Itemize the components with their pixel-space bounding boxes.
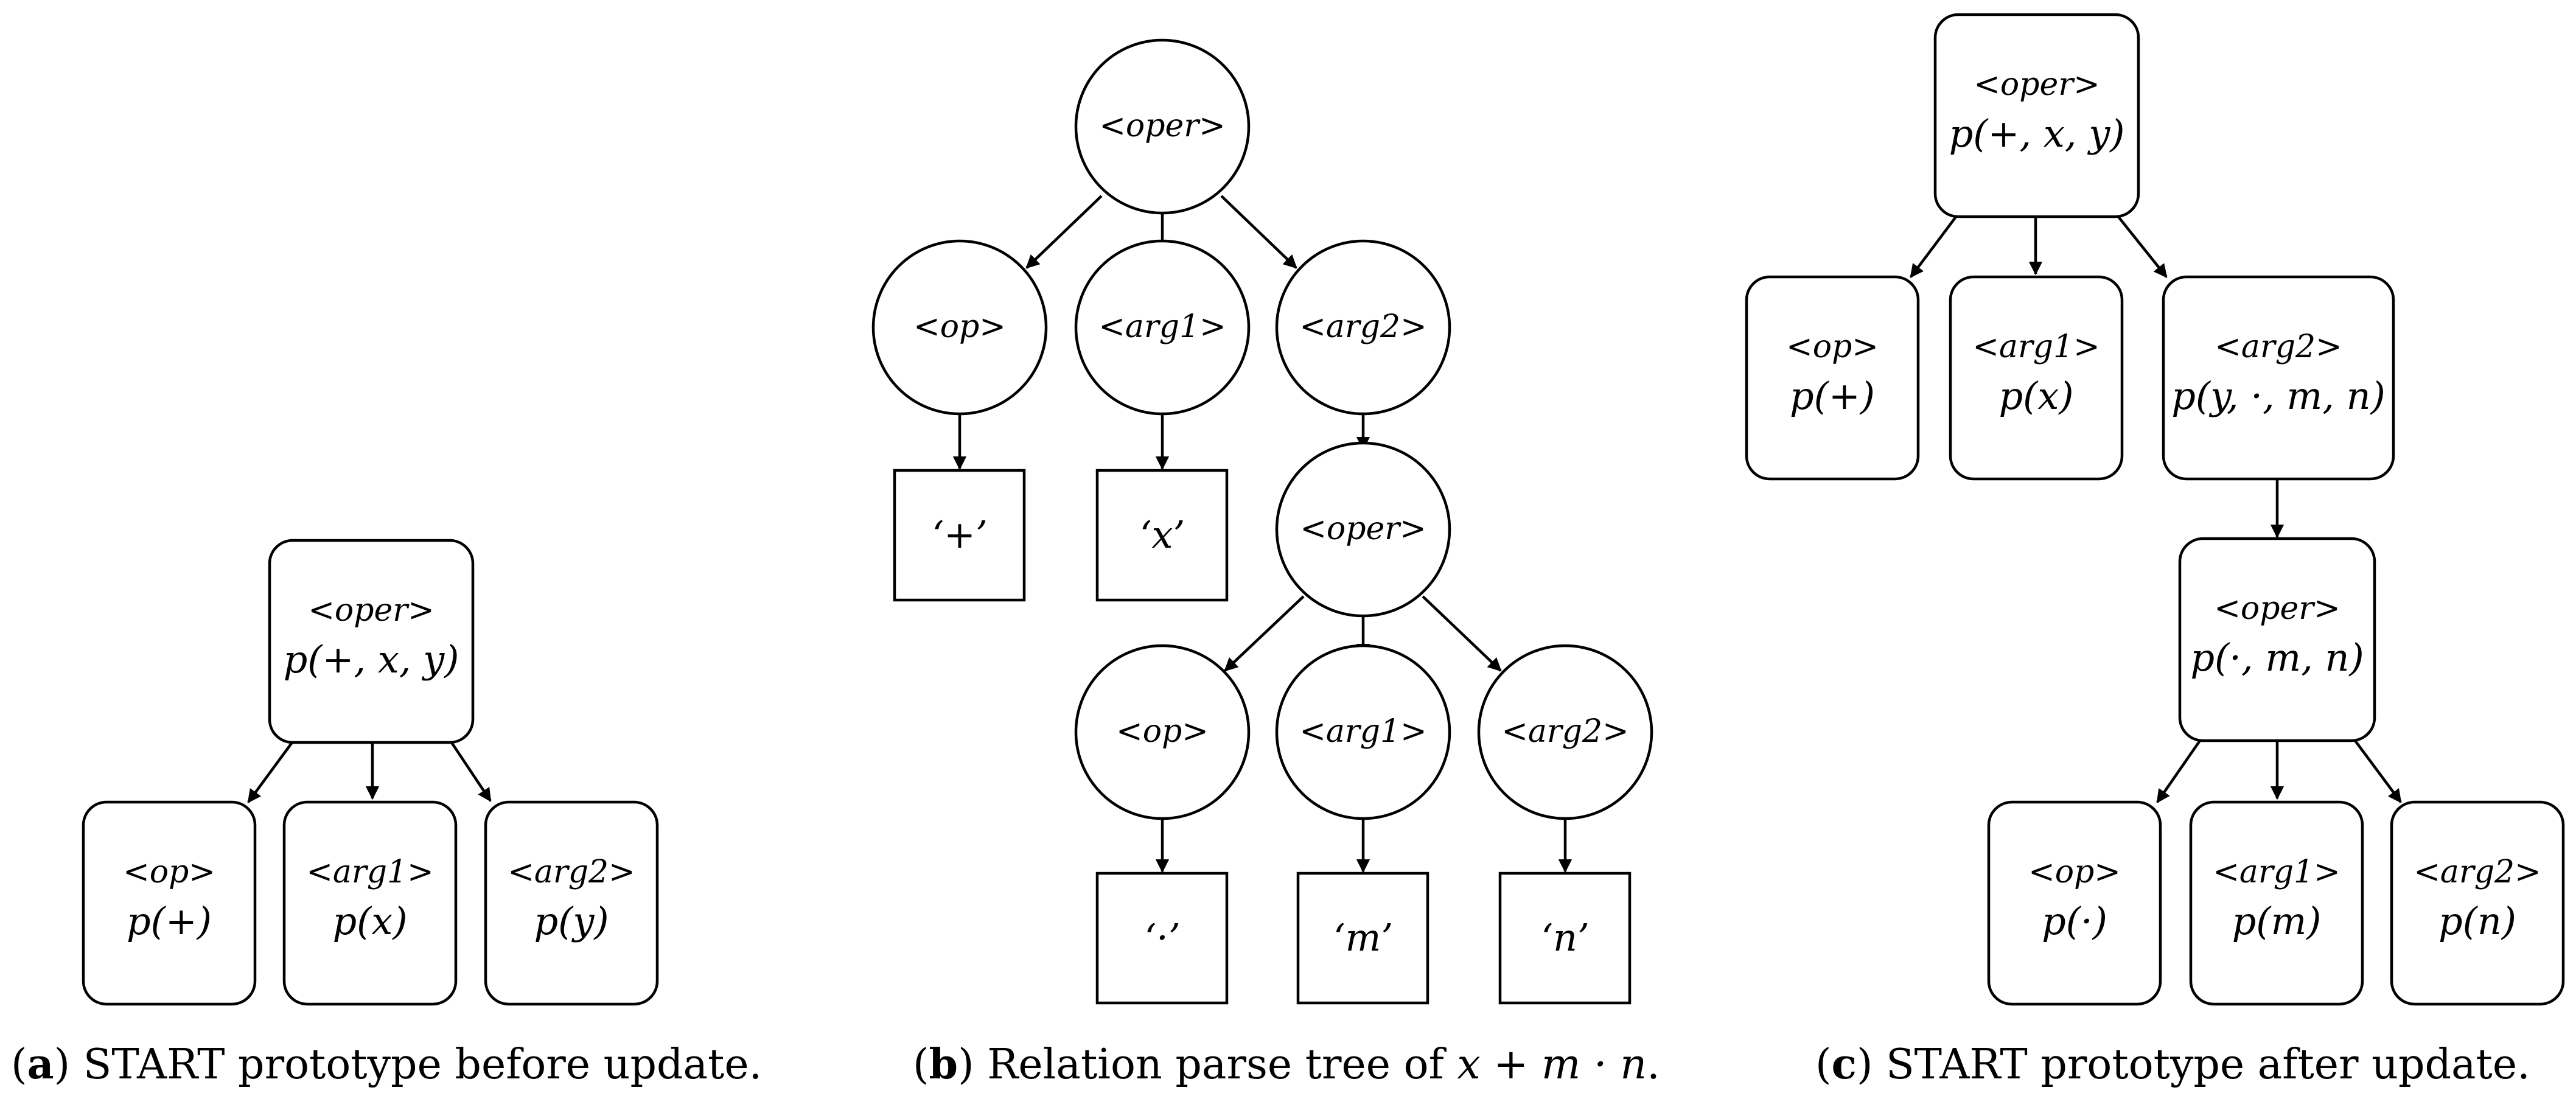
b-token-x-text: ‘x’ <box>1140 512 1185 557</box>
c-node-arg1-2: <arg1> p(m) <box>2189 800 2364 1006</box>
b-token-cdot-text: ‘·’ <box>1144 915 1180 960</box>
b-node-arg1-2: <arg1> <box>1275 644 1451 820</box>
panel-a: <oper> p(+, x, y) <op> p(+) <arg1> p(x) … <box>11 539 762 1089</box>
b-node-op2: <op> <box>1074 644 1251 820</box>
c-node-arg1-2-prob: p(m) <box>2232 899 2322 943</box>
b-token-m: ‘m’ <box>1296 871 1429 1005</box>
c-node-arg1-2-label: <arg1> <box>2213 854 2340 890</box>
a-node-arg2: <arg2> p(y) <box>484 800 659 1006</box>
a-node-oper-prob: p(+, x, y) <box>284 637 459 682</box>
c-node-arg2-2-prob: p(n) <box>2438 899 2516 943</box>
a-node-arg1-label: <arg1> <box>306 854 433 890</box>
caption-b: (b) Relation parse tree of x + m · n. <box>913 1040 1660 1089</box>
b-node-oper2-label: <oper> <box>1300 511 1426 547</box>
c-node-op2-prob: p(·) <box>2042 899 2107 943</box>
c-node-arg2-2-label: <arg2> <box>2414 854 2541 890</box>
b-node-op-label: <op> <box>913 309 1006 345</box>
edge-a-root-op <box>247 741 293 803</box>
a-node-arg1-prob: p(x) <box>332 899 407 943</box>
c-node-op-prob: p(+) <box>1790 374 1875 418</box>
b-node-op: <op> <box>871 239 1048 416</box>
caption-b-text-after: . <box>1647 1041 1660 1089</box>
b-token-n: ‘n’ <box>1498 871 1632 1005</box>
c-node-oper-label: <oper> <box>1974 66 2100 103</box>
b-node-arg1-label: <arg1> <box>1098 309 1226 345</box>
b-node-oper-label: <oper> <box>1099 108 1225 144</box>
b-token-x: ‘x’ <box>1095 469 1229 602</box>
b-token-plus: ‘+’ <box>893 469 1026 602</box>
edge-c-root-op <box>1910 215 1958 278</box>
b-node-oper2: <oper> <box>1275 441 1451 618</box>
edge-c-root-arg2 <box>2117 215 2168 278</box>
c-node-arg2-prob: p(y, ·, m, n) <box>2171 374 2386 418</box>
b-token-plus-text: ‘+’ <box>932 512 987 557</box>
c-node-op2-label: <op> <box>2028 854 2121 890</box>
c-node-op: <op> p(+) <box>1745 275 1920 481</box>
c-node-op-label: <op> <box>1786 329 1879 365</box>
b-node-arg2-label: <arg2> <box>1299 309 1426 345</box>
caption-b-text: Relation parse tree of <box>987 1041 1457 1089</box>
b-token-m-text: ‘m’ <box>1333 915 1393 960</box>
c-node-arg1-label: <arg1> <box>1972 329 2100 365</box>
a-node-op: <op> p(+) <box>82 800 257 1006</box>
c-node-oper2: <oper> p(·, m, n) <box>2178 537 2376 742</box>
c-node-op2: <op> p(·) <box>1987 800 2162 1006</box>
edge-b-oper2-op <box>1224 595 1305 672</box>
caption-b-math: x + m · n <box>1457 1041 1647 1089</box>
b-node-arg1-2-label: <arg1> <box>1299 713 1426 750</box>
c-node-oper2-label: <oper> <box>2214 590 2340 627</box>
edge-c-oper2-arg2 <box>2354 739 2402 803</box>
c-node-oper: <oper> p(+, x, y) <box>1933 13 2140 218</box>
caption-a-text: START prototype before update. <box>83 1041 763 1089</box>
edge-b-oper2-arg2 <box>1422 595 1502 672</box>
c-node-oper-prob: p(+, x, y) <box>1949 111 2125 156</box>
a-node-oper-label: <oper> <box>308 592 434 629</box>
caption-c: (c) START prototype after update. <box>1815 1040 2530 1089</box>
b-node-oper: <oper> <box>1074 38 1251 215</box>
caption-a: (a) START prototype before update. <box>11 1040 762 1089</box>
b-node-arg1: <arg1> <box>1074 239 1251 416</box>
a-node-arg1: <arg1> p(x) <box>282 800 458 1006</box>
c-node-arg2: <arg2> p(y, ·, m, n) <box>2162 275 2395 481</box>
panel-c: <oper> p(+, x, y) <op> p(+) <arg1> p(x) … <box>1745 13 2565 1089</box>
c-node-arg2-2: <arg2> p(n) <box>2390 800 2565 1006</box>
edge-a-root-arg2 <box>450 741 492 802</box>
edge-c-oper2-op <box>2156 739 2201 803</box>
b-node-arg2: <arg2> <box>1275 239 1451 416</box>
b-token-cdot: ‘·’ <box>1095 871 1229 1005</box>
c-node-oper2-prob: p(·, m, n) <box>2190 635 2364 680</box>
caption-c-text: START prototype after update. <box>1886 1041 2530 1089</box>
b-token-n-text: ‘n’ <box>1541 915 1589 960</box>
caption-b-letter: b <box>929 1040 958 1089</box>
caption-a-letter: a <box>27 1040 54 1089</box>
c-node-arg2-label: <arg2> <box>2215 329 2342 365</box>
c-node-arg1: <arg1> p(x) <box>1949 275 2124 481</box>
edge-b-root-arg2 <box>1220 195 1297 269</box>
caption-c-letter: c <box>1832 1040 1857 1089</box>
a-node-arg2-prob: p(y) <box>534 899 609 943</box>
a-node-op-label: <op> <box>123 854 215 890</box>
panel-b: <oper> <op> <arg1> <arg2> <oper> <op> <a… <box>871 38 1660 1089</box>
edge-b-root-op <box>1025 195 1103 269</box>
a-node-arg2-label: <arg2> <box>508 854 635 890</box>
c-node-arg1-prob: p(x) <box>1998 374 2073 418</box>
b-node-arg2-2: <arg2> <box>1477 644 1653 820</box>
a-node-op-prob: p(+) <box>127 899 212 943</box>
b-node-arg2-2-label: <arg2> <box>1501 713 1628 750</box>
a-node-oper: <oper> p(+, x, y) <box>268 539 475 744</box>
b-node-op2-label: <op> <box>1116 713 1209 750</box>
